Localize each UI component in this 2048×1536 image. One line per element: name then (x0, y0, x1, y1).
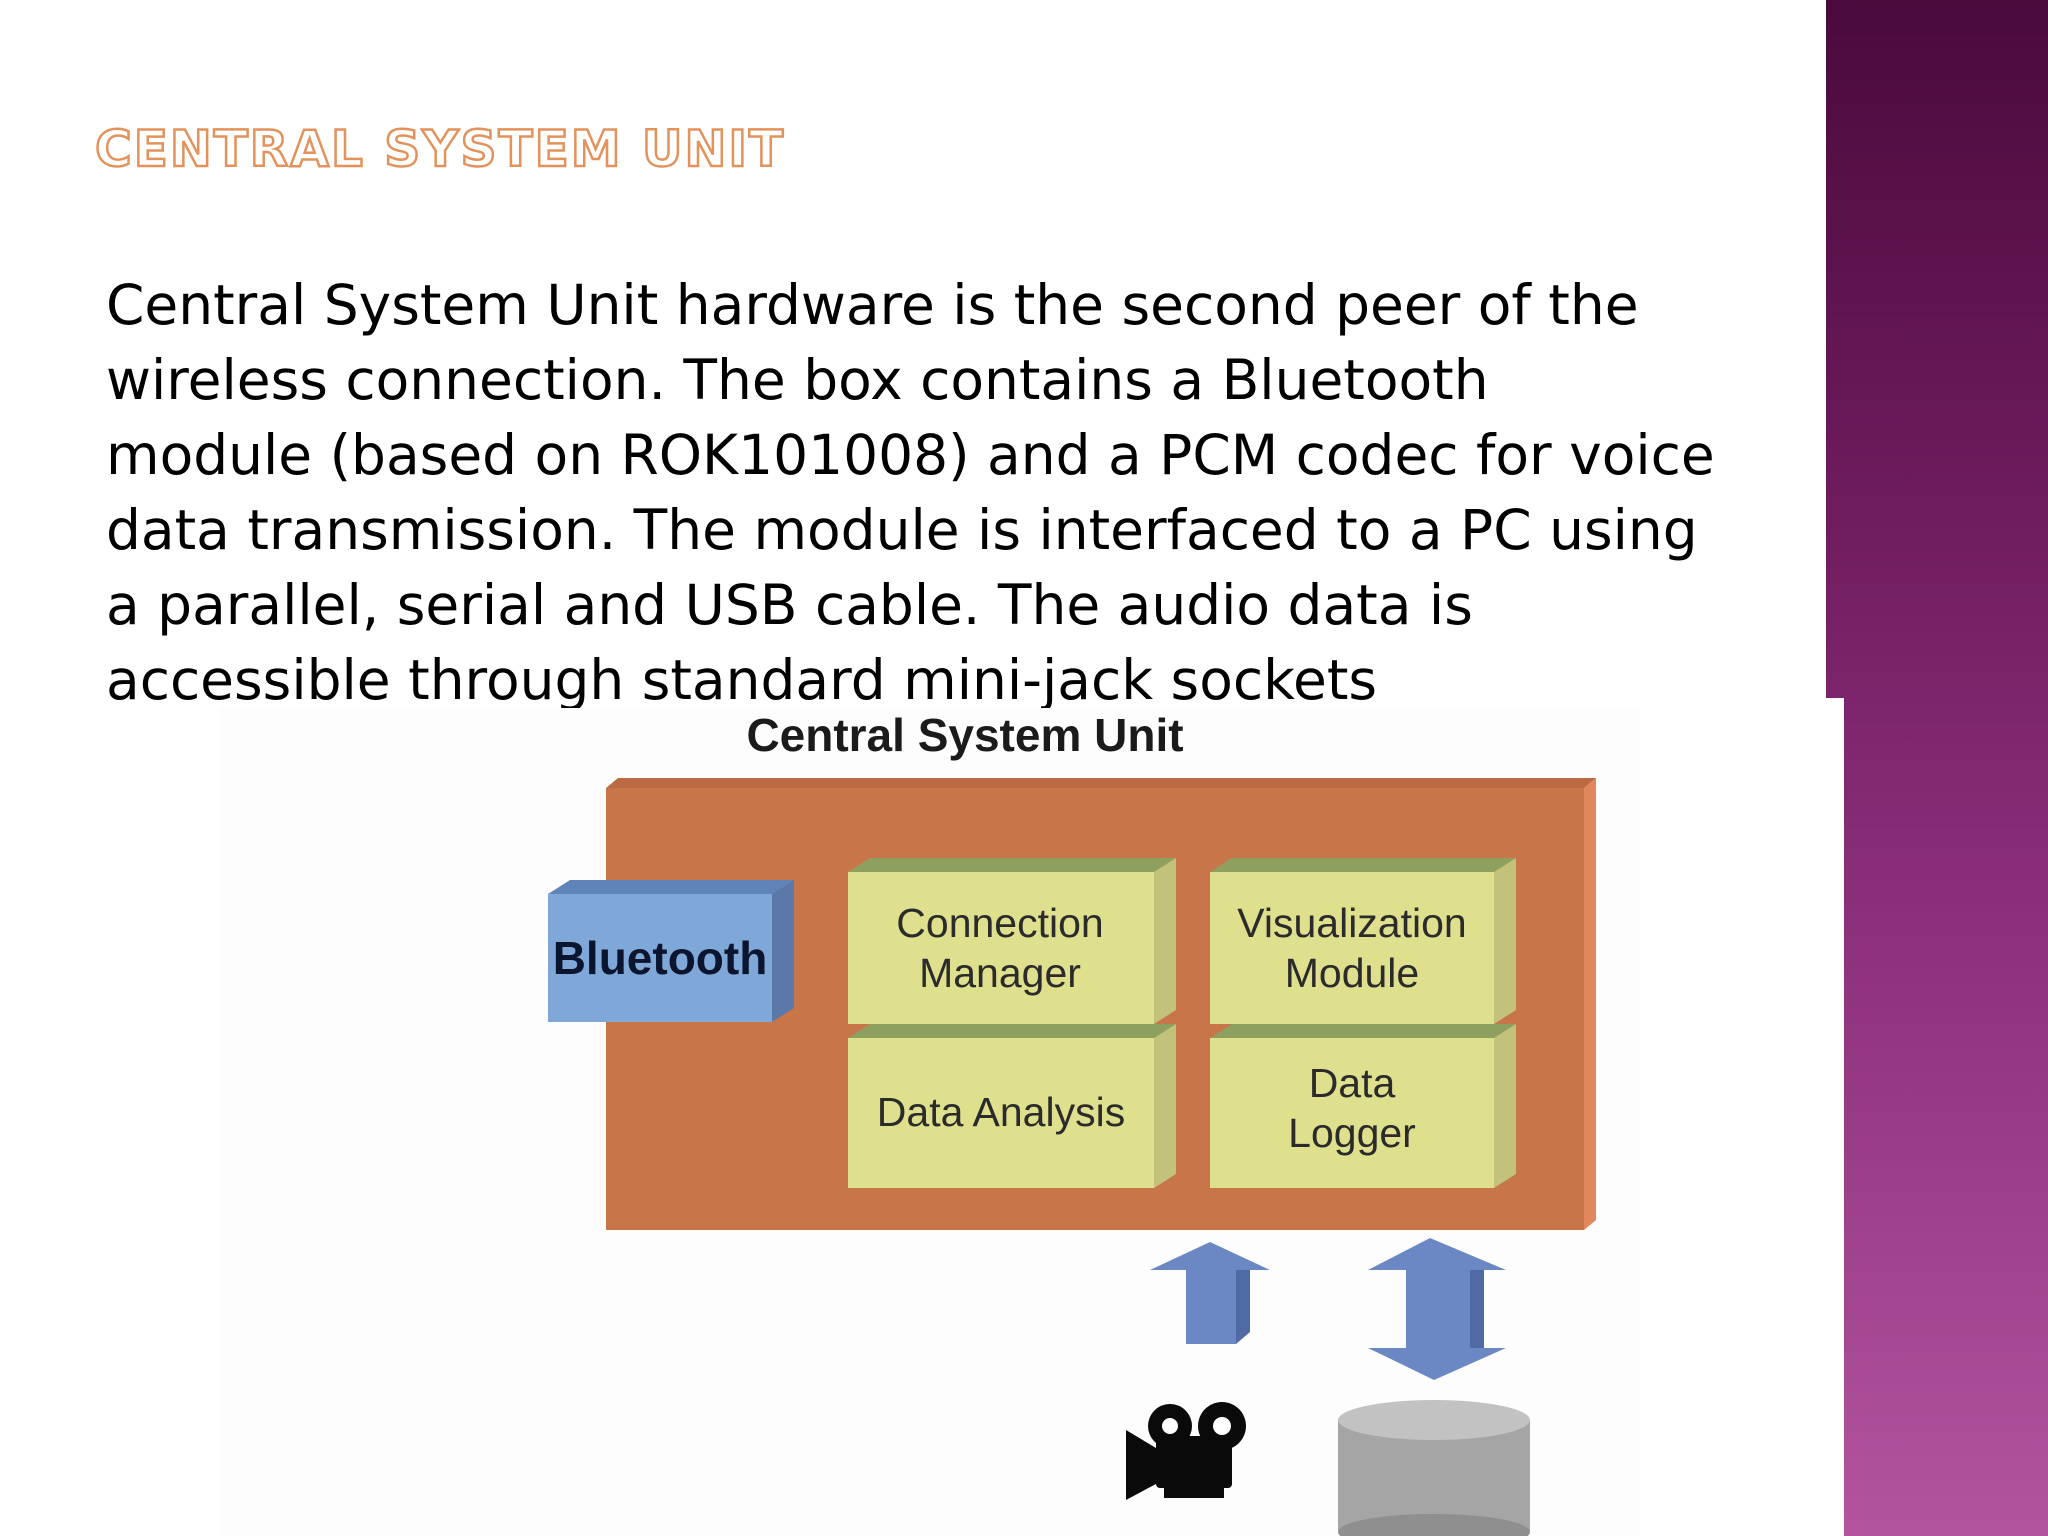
bluetooth-label: Bluetooth (553, 932, 768, 984)
diagram-canvas: Bluetooth Connection Manager Visualizati… (548, 778, 1596, 1536)
paragraph-line: a parallel, serial and USB cable. The au… (106, 573, 1473, 637)
paragraph-line: module (based on ROK101008) and a PCM co… (106, 423, 1715, 487)
connection-manager-line1: Connection (896, 900, 1103, 946)
visualization-module: Visualization Module (1210, 858, 1516, 1024)
connection-manager-line2: Manager (919, 950, 1081, 996)
data-analysis-module: Data Analysis (848, 1024, 1176, 1188)
slide-paragraph: Central System Unit hardware is the seco… (106, 268, 1806, 718)
paragraph-line: accessible through standard mini-jack so… (106, 648, 1378, 712)
paragraph-line: Central System Unit hardware is the seco… (106, 273, 1639, 337)
connection-manager-module: Connection Manager (848, 858, 1176, 1024)
bluetooth-module: Bluetooth (548, 880, 794, 1022)
data-logger-line2: Logger (1288, 1110, 1416, 1156)
diagram-title: Central System Unit (746, 709, 1184, 761)
data-logger-module: Data Logger (1210, 1024, 1516, 1188)
video-camera-icon (1126, 1402, 1246, 1500)
central-system-unit-diagram: Central System Unit Bluetooth (220, 708, 1640, 1536)
visualization-module-line1: Visualization (1237, 900, 1466, 946)
side-band-notch (1826, 698, 1844, 1536)
double-arrow-icon (1368, 1238, 1506, 1380)
slide-title: Central System Unit (94, 119, 786, 180)
data-logger-line1: Data (1309, 1060, 1396, 1106)
up-arrow-icon (1150, 1242, 1270, 1344)
database-cylinder-icon (1338, 1400, 1530, 1536)
paragraph-line: data transmission. The module is interfa… (106, 498, 1698, 562)
visualization-module-line2: Module (1285, 950, 1419, 996)
paragraph-line: wireless connection. The box contains a … (106, 348, 1489, 412)
data-analysis-label: Data Analysis (877, 1089, 1125, 1135)
decorative-side-band (1826, 0, 2048, 1536)
